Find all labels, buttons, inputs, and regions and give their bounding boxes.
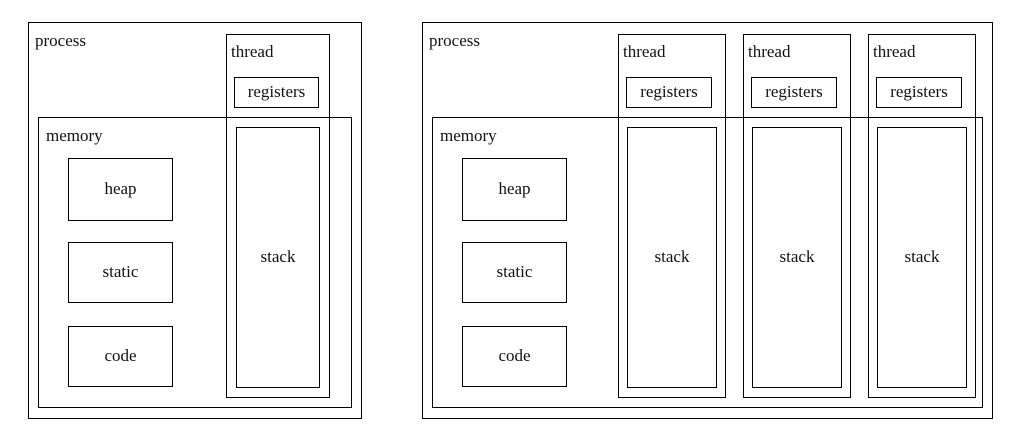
thread-box: thread registers stack — [868, 34, 976, 398]
code-box: code — [462, 326, 567, 387]
code-label: code — [498, 346, 531, 366]
memory-label: memory — [46, 126, 103, 145]
code-box: code — [68, 326, 173, 387]
heap-box: heap — [462, 158, 567, 221]
registers-label: registers — [640, 82, 698, 102]
code-label: code — [104, 346, 137, 366]
process-box: process — [28, 22, 362, 419]
stack-box: stack — [877, 127, 967, 388]
registers-box: registers — [876, 77, 962, 108]
heap-label: heap — [498, 179, 531, 199]
thread-label: thread — [623, 42, 666, 61]
stack-label: stack — [779, 247, 815, 267]
memory-box: memory heap static code — [432, 117, 983, 408]
process-label: process — [35, 31, 86, 50]
static-box: static — [462, 242, 567, 303]
registers-label: registers — [765, 82, 823, 102]
memory-label: memory — [440, 126, 497, 145]
stack-label: stack — [654, 247, 690, 267]
static-label: static — [102, 262, 139, 282]
thread-label: thread — [873, 42, 916, 61]
memory-box: memory heap static code — [38, 117, 352, 408]
thread-box: thread registers stack — [226, 34, 330, 398]
process-label: process — [429, 31, 480, 50]
registers-label: registers — [247, 82, 306, 102]
heap-label: heap — [104, 179, 137, 199]
registers-box: registers — [626, 77, 712, 108]
registers-box: registers — [234, 77, 319, 108]
process-box: process — [422, 22, 993, 419]
stack-label: stack — [904, 247, 940, 267]
heap-box: heap — [68, 158, 173, 221]
static-box: static — [68, 242, 173, 303]
thread-label: thread — [748, 42, 791, 61]
stack-label: stack — [260, 247, 296, 267]
stack-box: stack — [752, 127, 842, 388]
stack-box: stack — [236, 127, 320, 388]
registers-label: registers — [890, 82, 948, 102]
static-label: static — [496, 262, 533, 282]
stack-box: stack — [627, 127, 717, 388]
thread-label: thread — [231, 42, 274, 61]
thread-box: thread registers stack — [618, 34, 726, 398]
thread-box: thread registers stack — [743, 34, 851, 398]
registers-box: registers — [751, 77, 837, 108]
